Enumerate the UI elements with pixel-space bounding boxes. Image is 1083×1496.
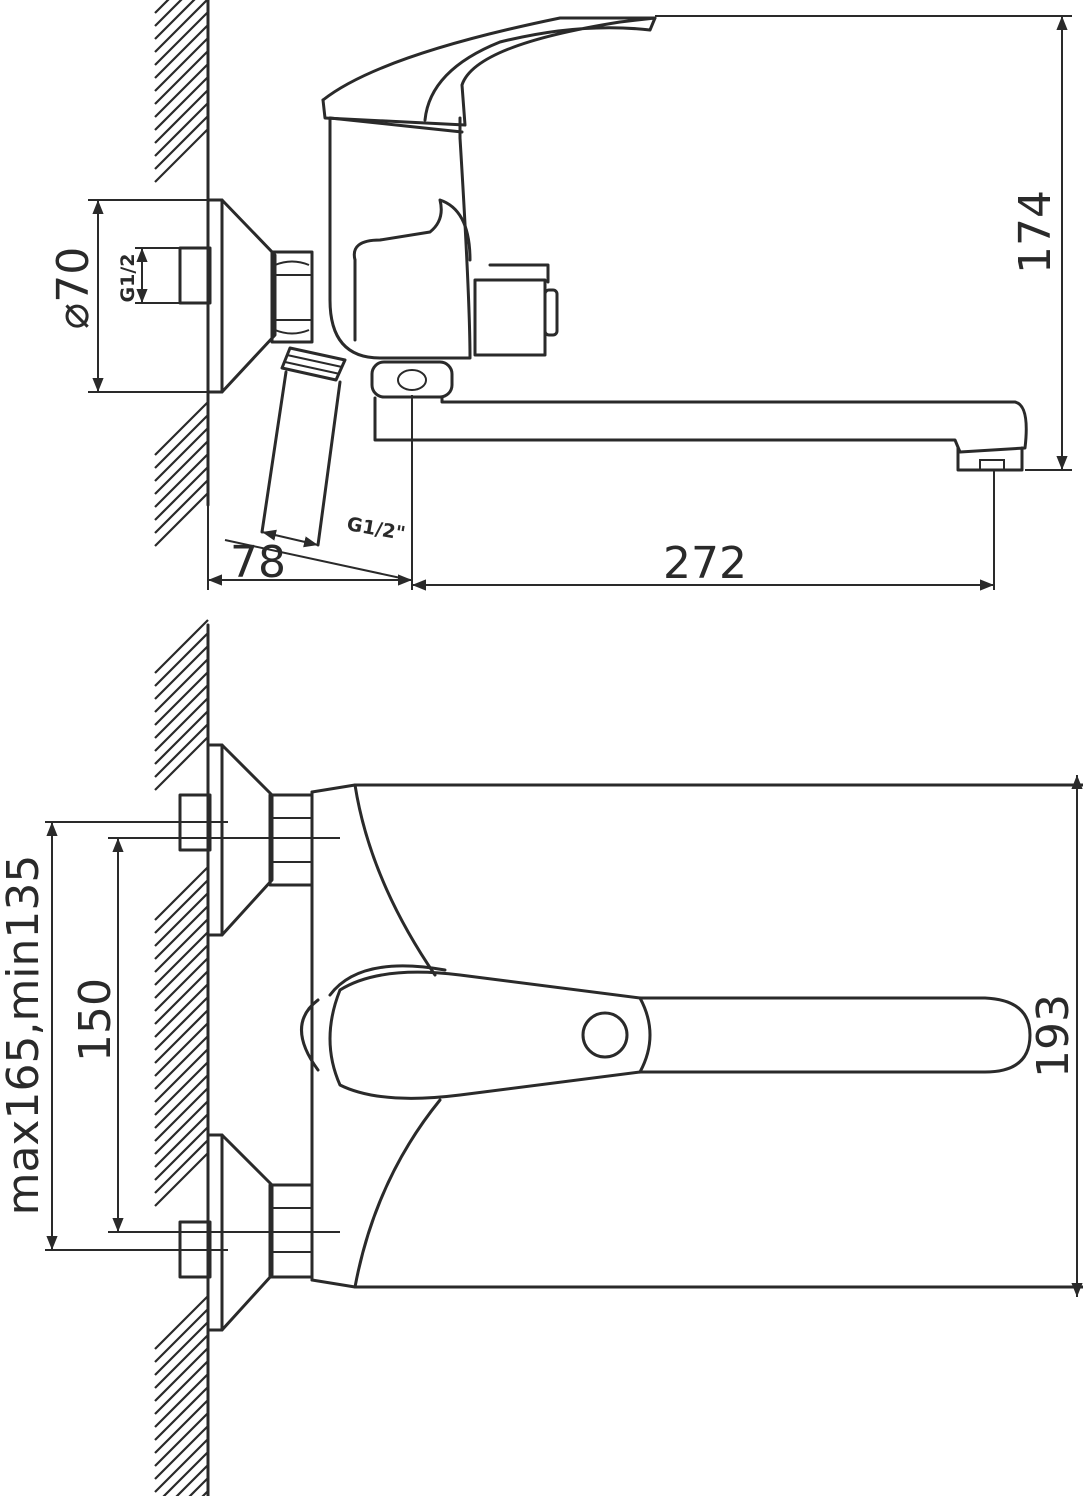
mixer-body-side (328, 116, 472, 360)
dim-diameter-label: ⌀70 (48, 247, 99, 329)
handle-lever-front (328, 964, 1032, 1100)
wall-flange-side (178, 198, 277, 394)
dim-centers-label: 150 (70, 978, 121, 1062)
dim-width-193: 193 (1028, 775, 1083, 1297)
dim-spout-reach-label: 272 (663, 538, 747, 589)
dim-diameter-70: ⌀70 (48, 199, 208, 393)
mixer-body-front (300, 783, 1083, 1289)
upper-flange-front (178, 743, 314, 937)
dim-centers-range: max165,min135 (0, 821, 228, 1251)
dim-height-174: 174 (655, 15, 1072, 471)
dim-thread-wall: G1/2 (117, 247, 180, 304)
dim-centers-range-label: max165,min135 (0, 855, 49, 1216)
diverter-knob-side (473, 263, 559, 357)
wall-hatch-bottom (154, 619, 210, 1496)
dim-height-label: 174 (1010, 190, 1061, 274)
dim-width-label: 193 (1028, 994, 1079, 1078)
spout-side (370, 360, 1028, 472)
handle-lever-side (321, 16, 657, 134)
dim-centers-150: 150 (70, 837, 340, 1233)
dim-thread-hose-label: G1/2" (345, 513, 407, 545)
dim-offset-label: 78 (230, 537, 286, 588)
dim-thread-wall-label: G1/2 (117, 254, 139, 303)
wall-hatch-top (154, 0, 210, 547)
dim-horizontal-78-272: 78 272 (207, 395, 995, 591)
side-view: 174 ⌀70 G1/2 G1/2" 78 (48, 0, 1072, 591)
front-view: 193 150 max165,min135 (0, 619, 1083, 1496)
hose-connector (260, 346, 347, 547)
hex-nut-side (270, 250, 314, 344)
